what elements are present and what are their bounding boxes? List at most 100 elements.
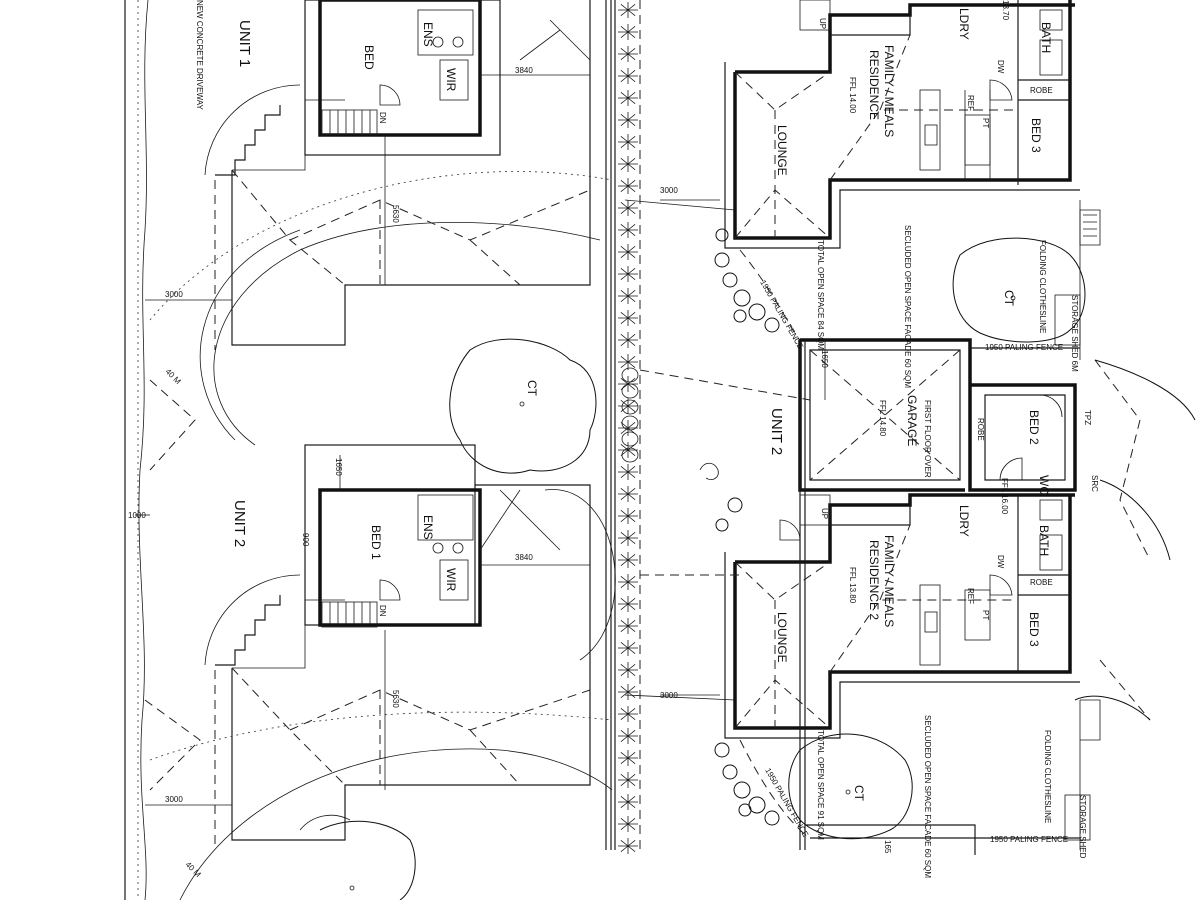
- stepped-edge-unit2: [204, 574, 301, 666]
- shrub: [748, 303, 766, 321]
- hedge-shrub: [618, 222, 638, 238]
- label-ldry-bottom: LDRY: [957, 505, 971, 537]
- shrub: [764, 317, 780, 333]
- label-bed-1-bottom: BED 1: [369, 525, 383, 560]
- hedge-shrub: [618, 640, 638, 656]
- label-dw-top: DW: [996, 60, 1005, 74]
- label-ref-bottom: REF: [966, 588, 975, 604]
- shrub: [733, 781, 751, 799]
- central-boundary-fence: [605, 0, 641, 850]
- unit-2-right-plan: [724, 493, 1080, 739]
- dim-5630-top: 5630: [391, 205, 400, 223]
- label-bed-top: BED: [362, 45, 376, 70]
- label-ldry-top: LDRY: [957, 8, 971, 40]
- shrub-cluster-top: [714, 228, 780, 333]
- label-fence-diag-bottom: 1950 PALING FENCE: [763, 767, 810, 839]
- tree-right-top: [952, 237, 1086, 343]
- shrub: [714, 252, 730, 268]
- hedge-ball: [621, 431, 639, 447]
- driveway-arcs: [149, 171, 616, 900]
- label-pt-top: PT: [981, 118, 990, 128]
- hedge-shrub: [618, 728, 638, 744]
- hedge-shrub: [618, 486, 638, 502]
- label-robe-bed2: ROBE: [976, 418, 985, 441]
- label-ct-left: CT: [525, 380, 539, 397]
- dim-40m-bottom: 40 M: [184, 860, 203, 879]
- hedge-shrub: [618, 464, 638, 480]
- stair-unit2: [321, 601, 378, 628]
- hedge-row: [618, 2, 639, 854]
- shrub: [738, 803, 752, 817]
- label-lounge-top: LOUNGE: [775, 125, 789, 176]
- shrub: [764, 810, 780, 826]
- hedge-shrub: [618, 266, 638, 282]
- shrub: [722, 764, 738, 780]
- label-family-top: FAMILY / MEALS: [882, 45, 896, 137]
- dim-3000-a: 3000: [165, 290, 183, 299]
- label-bed-3-bottom: BED 3: [1027, 612, 1041, 647]
- shrub-cluster-bottom: [714, 497, 780, 826]
- hedge-shrub: [618, 706, 638, 722]
- dim-1000: 1000: [128, 511, 146, 520]
- hedge-ball: [621, 367, 639, 383]
- label-first-floor: FIRST FLOOR OVER: [923, 400, 932, 478]
- label-fence-bottom: 1950 PALING FENCE: [990, 835, 1068, 844]
- dim-3840-top: 3840: [515, 66, 533, 75]
- label-pt-bottom: PT: [981, 610, 990, 620]
- tree-right-far: [1074, 359, 1196, 721]
- hedge-shrub: [618, 750, 638, 766]
- hedge-shrub: [618, 156, 638, 172]
- stepped-edge-unit1: [204, 84, 301, 176]
- label-dn-top: DN: [378, 112, 387, 124]
- label-family-bottom: FAMILY / MEALS: [882, 535, 896, 627]
- label-residence-bottom: RESIDENCE 2: [867, 540, 881, 620]
- hedge-shrub: [618, 794, 638, 810]
- hedge-shrub: [618, 68, 638, 84]
- hedge-shrub: [618, 244, 638, 260]
- label-ffl-top: FFL 14.00: [848, 77, 857, 114]
- label-bed-2: BED 2: [1027, 410, 1041, 445]
- label-bath-bottom: BATH: [1037, 525, 1051, 556]
- hedge-shrub: [618, 816, 638, 832]
- tree-left: [449, 338, 597, 474]
- hedge-shrub: [618, 24, 638, 40]
- label-dw-bottom: DW: [996, 555, 1005, 569]
- label-storage-top: STORAGE SHED 6M: [1070, 295, 1079, 372]
- hedge-shrub: [618, 288, 638, 304]
- dim-3000-d: 3000: [660, 691, 678, 700]
- label-fence-mid: 1950 PALING FENCE: [985, 343, 1063, 352]
- stair-unit1: [321, 109, 378, 136]
- dim-40m-top: 40 M: [164, 367, 183, 386]
- label-residence-top: RESIDENCE: [867, 50, 881, 120]
- hedge-shrub: [618, 200, 638, 216]
- label-total-open-top: TOTAL OPEN SPACE 84 SQM: [816, 240, 825, 350]
- label-unit-2-left: UNIT 2: [231, 500, 248, 547]
- shrub: [715, 228, 729, 242]
- label-wir-bottom: WIR: [444, 568, 458, 592]
- label-garage: GARAGE: [905, 395, 919, 446]
- label-secluded-bottom: SECLUDED OPEN SPACE FACADE 60 SQM: [923, 715, 932, 878]
- hedge-shrub: [618, 684, 638, 700]
- hedge-shrub: [618, 46, 638, 62]
- label-lounge-bottom: LOUNGE: [775, 612, 789, 663]
- hedge-ball: [621, 447, 639, 463]
- left-boundary: [124, 0, 149, 900]
- label-fence-diag-top: 1950 PALING FENCE: [758, 279, 805, 351]
- label-clothesline-top: FOLDING CLOTHESLINE: [1038, 240, 1047, 333]
- dimension-lines-right: [339, 199, 826, 696]
- label-tpz: TPZ: [1083, 410, 1092, 425]
- label-ffl-ldry: 13.70: [1001, 0, 1010, 21]
- hedge-shrub: [618, 134, 638, 150]
- hedge-shrub: [618, 2, 638, 18]
- label-ffl-upper: FFL 16.00: [1000, 478, 1009, 515]
- shrub: [733, 309, 747, 323]
- label-unit-2-right: UNIT 2: [768, 408, 785, 455]
- hedge-ball: [621, 399, 639, 415]
- label-up-top: UP: [818, 18, 827, 29]
- hedge-shrub: [618, 574, 638, 590]
- dim-1650-left: 1650: [334, 458, 343, 476]
- hedge-shrub: [618, 376, 638, 392]
- label-secluded-top: SECLUDED OPEN SPACE FACADE 60 SQM: [903, 225, 912, 388]
- label-storage-bottom: STORAGE SHED: [1078, 795, 1087, 859]
